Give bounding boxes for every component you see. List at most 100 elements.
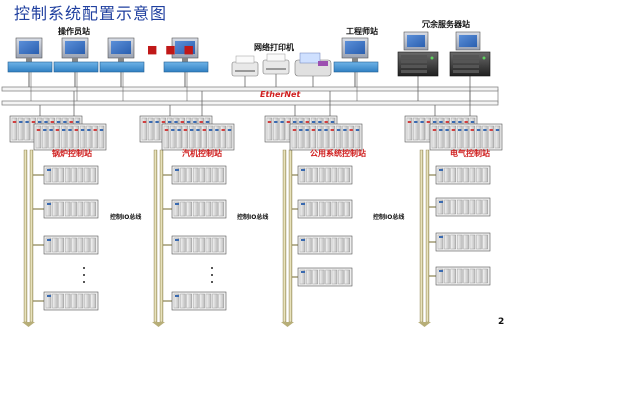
rack-card: [482, 125, 488, 149]
card-led: [174, 121, 178, 123]
card-led: [286, 121, 291, 123]
rack-card: [176, 125, 182, 149]
io-card: [338, 167, 344, 183]
card-led: [433, 121, 437, 123]
card-led: [445, 129, 449, 131]
card-led: [55, 129, 60, 131]
card-led: [464, 129, 468, 131]
card-led: [180, 121, 184, 123]
io-led: [301, 169, 305, 171]
card-led: [489, 129, 493, 131]
continuation-dot: [83, 267, 85, 269]
io-led: [47, 295, 51, 297]
io-card: [325, 269, 331, 285]
io-rack: [171, 165, 227, 185]
rack-card: [457, 125, 463, 149]
server-screen: [407, 35, 425, 47]
drive-bay: [453, 65, 479, 68]
io-card: [199, 293, 205, 309]
monitor-screen: [345, 41, 365, 54]
card-led: [274, 121, 278, 123]
io-card: [319, 201, 325, 217]
io-rack: [435, 232, 491, 252]
io-rack: [43, 199, 99, 219]
io-bus-3: [281, 149, 294, 327]
io-card: [299, 167, 306, 183]
io-card: [52, 237, 58, 253]
io-led: [175, 169, 179, 171]
rack-card: [469, 125, 475, 149]
io-card: [90, 167, 96, 183]
io-card: [212, 293, 218, 309]
station-label-common: 公用系统控制站: [310, 149, 366, 158]
io-led: [439, 201, 443, 203]
io-bus-label-1: 控制IO总线: [110, 214, 142, 221]
card-led: [68, 129, 72, 131]
rack-card: [67, 125, 73, 149]
rack-card: [220, 125, 226, 149]
card-led: [330, 129, 334, 131]
io-rack-2-1: [171, 165, 227, 185]
card-led: [44, 121, 48, 123]
io-card: [52, 167, 58, 183]
io-rack-1-4: [43, 291, 99, 311]
card-led: [36, 129, 41, 131]
card-led: [12, 121, 17, 123]
rack-card: [310, 125, 317, 149]
card-led: [56, 121, 61, 123]
card-led: [293, 121, 297, 123]
rack-card: [291, 125, 298, 149]
io-led: [47, 203, 51, 205]
io-card: [437, 268, 444, 284]
card-led: [426, 121, 431, 123]
rack-card: [304, 125, 310, 149]
continuation-dot: [83, 274, 85, 276]
io-card: [218, 167, 224, 183]
card-led: [470, 121, 475, 123]
io-card: [319, 269, 325, 285]
operator-workstation-1: [7, 37, 53, 73]
desk: [99, 61, 145, 73]
rack-card: [438, 125, 444, 149]
io-card: [193, 293, 199, 309]
io-bus-arrow: [22, 322, 35, 327]
rack-card: [48, 125, 54, 149]
card-led: [280, 121, 284, 123]
io-bus-rail: [159, 149, 164, 323]
io-card: [482, 199, 488, 215]
card-led: [445, 121, 449, 123]
card-led: [63, 121, 67, 123]
io-card: [52, 293, 58, 309]
monitor-screen: [175, 41, 195, 54]
io-card: [476, 199, 482, 215]
io-card: [450, 234, 456, 250]
io-card: [444, 268, 450, 284]
card-led: [43, 129, 47, 131]
printer-slot: [235, 70, 255, 72]
station-label-turbine: 汽机控制站: [182, 149, 222, 158]
card-led: [87, 129, 91, 131]
io-rack-4-1: [435, 165, 491, 185]
card-led: [336, 129, 341, 131]
ethernet-label: EtherNet: [260, 90, 301, 99]
rack-card: [450, 125, 457, 149]
io-led: [439, 236, 443, 238]
io-rack: [435, 197, 491, 217]
card-led: [168, 121, 172, 123]
operator-workstation-4: [163, 37, 209, 73]
io-card: [84, 201, 90, 217]
rack-card: [273, 117, 279, 141]
io-card: [205, 237, 212, 253]
card-led: [205, 121, 210, 123]
rack-card: [73, 125, 79, 149]
card-led: [439, 129, 443, 131]
io-card: [299, 201, 306, 217]
card-led: [190, 129, 194, 131]
io-rack: [435, 165, 491, 185]
io-rack: [435, 266, 491, 286]
io-card: [77, 201, 84, 217]
io-card: [450, 167, 456, 183]
card-led: [208, 129, 213, 131]
io-card: [469, 234, 476, 250]
rack-card: [298, 125, 304, 149]
